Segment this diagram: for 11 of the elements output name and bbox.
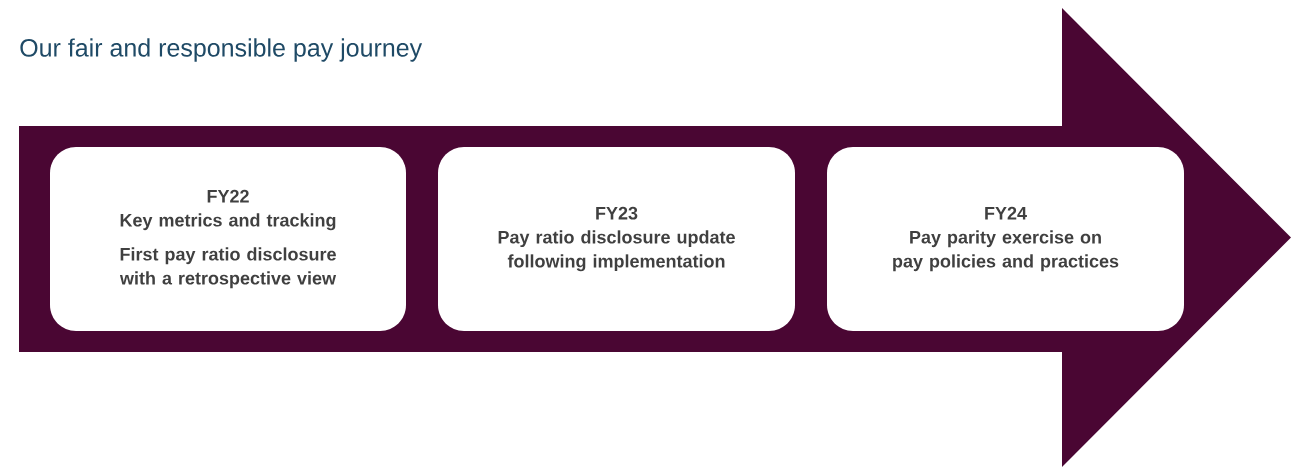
title: Our fair and responsible pay journey	[20, 38, 423, 62]
box-text: Key metrics and tracking	[120, 213, 336, 231]
year-heading: FY22	[207, 189, 249, 203]
stage-card	[438, 147, 795, 331]
year-heading: FY23	[596, 206, 638, 220]
box-text: Pay parity exercise on pay policies and practices	[893, 230, 1119, 272]
year-heading: FY24	[985, 206, 1027, 220]
stage-card	[50, 147, 406, 331]
box-text: First pay ratio disclosure with a retrospective view	[119, 247, 337, 289]
box-text: Pay ratio disclosure update following implementation	[498, 230, 735, 272]
stage-card	[827, 147, 1184, 331]
